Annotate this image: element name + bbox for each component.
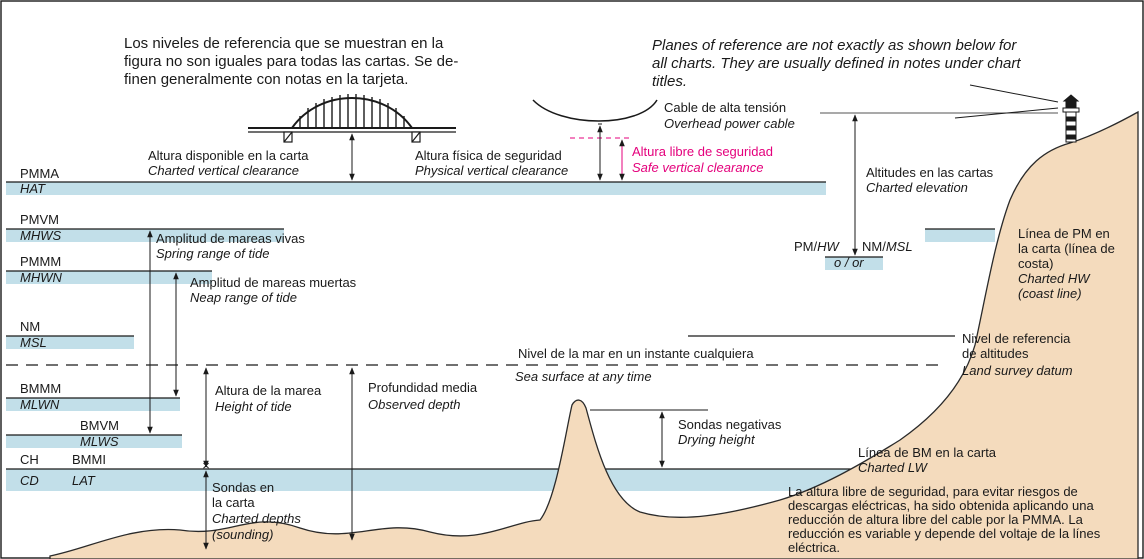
power-cable-es: Cable de alta tensión bbox=[664, 100, 786, 115]
charted-hw-en2: (coast line) bbox=[1018, 286, 1082, 301]
charted-clearance-en: Charted vertical clearance bbox=[148, 163, 299, 178]
charted-hw-es3: costa) bbox=[1018, 256, 1053, 271]
label-pmma: PMMA bbox=[20, 166, 59, 181]
band-hw-small bbox=[825, 257, 883, 270]
label-bmmm: BMMM bbox=[20, 381, 61, 396]
height-of-tide-en: Height of tide bbox=[215, 399, 292, 414]
seabed-and-land bbox=[49, 110, 1139, 559]
note-en-3: titles. bbox=[652, 73, 687, 90]
label-mhwn: MHWN bbox=[20, 270, 62, 285]
charted-hw-es2: la carta (línea de bbox=[1018, 241, 1115, 256]
label-hat: HAT bbox=[20, 181, 46, 196]
charted-depths-es2: la carta bbox=[212, 495, 255, 510]
label-ch: CH bbox=[20, 452, 39, 467]
footnote-2: descargas eléctricas, ha sido obtenida a… bbox=[788, 498, 1094, 513]
physical-clearance-en: Physical vertical clearance bbox=[415, 163, 568, 178]
observed-depth-es: Profundidad media bbox=[368, 380, 478, 395]
physical-clearance-es: Altura física de seguridad bbox=[415, 148, 562, 163]
label-mlws: MLWS bbox=[80, 434, 119, 449]
band-hat bbox=[6, 182, 826, 195]
pm-label: PM/HW bbox=[794, 239, 841, 254]
label-mhws: MHWS bbox=[20, 228, 61, 243]
dimension-arrows bbox=[147, 114, 858, 550]
label-bmmi: BMMI bbox=[72, 452, 106, 467]
band-mlwn bbox=[6, 398, 180, 411]
label-lat: LAT bbox=[72, 473, 96, 488]
footnote-1: La altura libre de seguridad, para evita… bbox=[788, 484, 1078, 499]
note-es-1: Los niveles de referencia que se muestra… bbox=[124, 35, 444, 52]
label-cd: CD bbox=[20, 473, 39, 488]
land-datum-en: Land survey datum bbox=[962, 363, 1073, 378]
charted-lw-es: Línea de BM en la carta bbox=[858, 445, 997, 460]
power-cable bbox=[532, 99, 658, 122]
footnote-5: eléctrica. bbox=[788, 540, 840, 555]
label-pmmm: PMMM bbox=[20, 254, 61, 269]
power-cable-en: Overhead power cable bbox=[664, 116, 795, 131]
label-mlwn: MLWN bbox=[20, 397, 60, 412]
note-en-2: all charts. They are usually defined in … bbox=[652, 55, 1021, 72]
spring-range-en: Spring range of tide bbox=[156, 246, 269, 261]
bridge-icon bbox=[248, 94, 456, 143]
neap-range-en: Neap range of tide bbox=[190, 290, 297, 305]
label-bmvm: BMVM bbox=[80, 418, 119, 433]
charted-clearance-es: Altura disponible en la carta bbox=[148, 148, 309, 163]
footnote-3: reducción de altura libre del cable por … bbox=[788, 512, 1084, 527]
neap-range-es: Amplitud de mareas muertas bbox=[190, 275, 357, 290]
charted-hw-en1: Charted HW bbox=[1018, 271, 1091, 286]
charted-depths-en1: Charted depths bbox=[212, 511, 301, 526]
band-mhwn bbox=[6, 271, 212, 284]
svg-text:×: × bbox=[202, 458, 210, 473]
height-of-tide-es: Altura de la marea bbox=[215, 383, 322, 398]
charted-depths-es1: Sondas en bbox=[212, 480, 274, 495]
spring-range-es: Amplitud de mareas vivas bbox=[156, 231, 305, 246]
charted-elevation-en: Charted elevation bbox=[866, 180, 968, 195]
safe-clearance-en: Safe vertical clearance bbox=[632, 160, 764, 175]
observed-depth-en: Observed depth bbox=[368, 397, 461, 412]
band-msl bbox=[6, 336, 134, 349]
band-hw-right bbox=[925, 229, 995, 242]
lighthouse-icon bbox=[954, 84, 1080, 143]
charted-depths-en2: (sounding) bbox=[212, 527, 273, 542]
note-es-3: finen generalmente con notas en la tarje… bbox=[124, 71, 408, 88]
drying-height-es: Sondas negativas bbox=[678, 417, 782, 432]
band-cd bbox=[6, 469, 866, 491]
or-label: o / or bbox=[834, 255, 864, 270]
band-mlws bbox=[6, 435, 182, 448]
label-nm: NM bbox=[20, 319, 40, 334]
datum-lines bbox=[6, 181, 995, 470]
datum-bands bbox=[6, 182, 995, 491]
charted-hw-es1: Línea de PM en bbox=[1018, 226, 1110, 241]
charted-lw-en: Charted LW bbox=[858, 460, 929, 475]
charted-elevation-es: Altitudes en las cartas bbox=[866, 165, 994, 180]
label-msl: MSL bbox=[20, 335, 47, 350]
note-en-1: Planes of reference are not exactly as s… bbox=[652, 37, 1017, 54]
label-pmvm: PMVM bbox=[20, 212, 59, 227]
band-mhws bbox=[6, 229, 284, 242]
land-datum-es2: de altitudes bbox=[962, 346, 1029, 361]
sea-surface-es: Nivel de la mar en un instante cualquier… bbox=[518, 346, 754, 361]
footnote-4: reducción es variable y depende del volt… bbox=[788, 526, 1101, 541]
note-es-2: figura no son iguales para todas las car… bbox=[124, 53, 458, 70]
land-datum-es1: Nivel de referencia bbox=[962, 331, 1071, 346]
nm-label: NM/MSL bbox=[862, 239, 913, 254]
safe-clearance-es: Altura libre de seguridad bbox=[632, 144, 773, 159]
sea-surface-en: Sea surface at any time bbox=[515, 369, 652, 384]
drying-height-en: Drying height bbox=[678, 432, 756, 447]
